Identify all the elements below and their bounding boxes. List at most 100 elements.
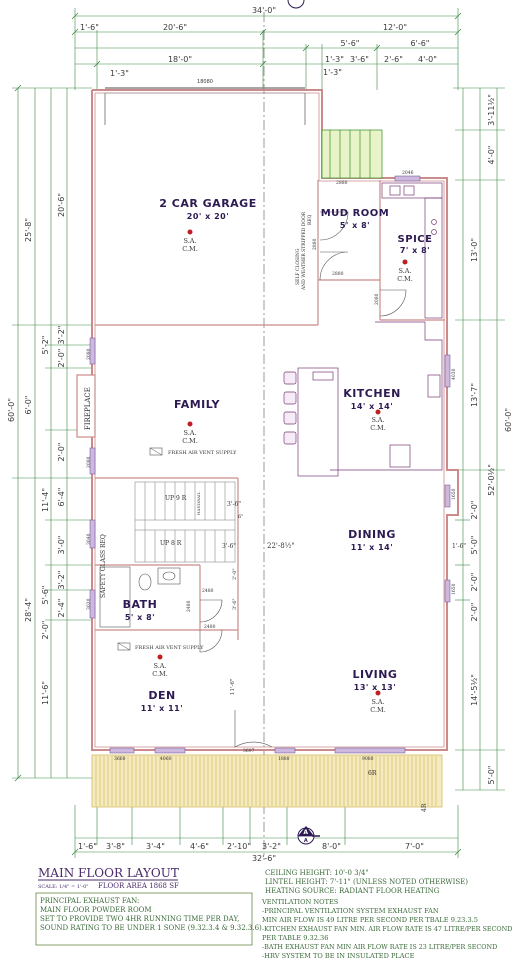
smoke-alarm-icon (375, 690, 381, 696)
exhaust-line: SET TO PROVIDE TWO 4HR RUNNING TIME PER … (40, 915, 239, 923)
section-marker-bottom: A A (297, 826, 315, 845)
detector-kitchen: S.A. C.M. (370, 409, 386, 432)
kitchen-name: KITCHEN (343, 387, 401, 400)
code-2080c: 2080 (86, 456, 92, 468)
code-2880c: 2880 (332, 271, 344, 277)
sa-label: S.A. (183, 237, 196, 245)
dim-stair-c: 3'-0" (57, 536, 66, 555)
bath-size: 5' x 8' (125, 613, 155, 622)
code-2080b: 2080 (86, 348, 92, 360)
kitchen-size: 14' x 14' (351, 402, 393, 411)
floor-area: FLOOR AREA 1868 SF (98, 882, 179, 890)
dim-right-e: 2'-6" (384, 55, 403, 64)
ceiling-height: CEILING HEIGHT: 10'-0 3/4" (265, 869, 369, 877)
heating-source: HEATING SOURCE: RADIANT FLOOR HEATING (265, 887, 440, 895)
dim-bottom-8: 7'-0" (405, 842, 424, 851)
dim-bottom-4: 4'-6" (190, 842, 209, 851)
spice-size: 7' x 8' (400, 246, 430, 255)
weather-strip-note: AND WEATHER STRIPPED DOOR (301, 211, 307, 291)
dim-stair-a: 11'-4" (41, 488, 50, 512)
cm-label: C.M. (182, 245, 198, 253)
dim-fireplace-a: 6'-0" (24, 396, 33, 415)
lintel-height: LINTEL HEIGHT: 7'-11" (UNLESS NOTED OTHE… (265, 878, 468, 886)
living-name: LIVING (353, 668, 398, 681)
dim-bottom-1: 1'-6" (78, 842, 97, 851)
code-3697: 3697 (243, 748, 255, 754)
kitchen-counters (297, 321, 443, 477)
cm-label: C.M. (370, 706, 386, 714)
code-1880: 1880 (278, 756, 290, 762)
dim-right-c: 1'-3" (325, 55, 344, 64)
dim-bottom-6: 3'-2" (262, 842, 281, 851)
porch-6r-label: 6R (368, 770, 377, 777)
smoke-alarm-icon (187, 421, 193, 427)
dim-right-upper: 13'-0" (470, 238, 479, 262)
dining-name: DINING (348, 528, 396, 541)
fireplace: FIREPLACE (76, 374, 96, 438)
dim-bath-d: 2'-0" (41, 621, 50, 640)
section-marker-top (287, 0, 305, 9)
dim-family-b: 3'-2" (57, 326, 66, 345)
safety-glass-note: SAFETY GLASS REQ (100, 534, 107, 598)
stair-width-label: 3'-6" (227, 501, 241, 508)
code-1650a: 1650 (451, 488, 457, 500)
spice-counters (381, 182, 443, 319)
garage-name: 2 CAR GARAGE (159, 197, 256, 210)
bath-fixtures (99, 566, 181, 628)
doors (199, 211, 407, 748)
dim-right-top-b: 4'-0" (487, 146, 496, 165)
top-dimension-labels: 34'-0" 1'-6" 20'-6" 12'-0" 5'-6" 6'-6" 1… (80, 6, 437, 85)
dim-bottom-3: 3'-4" (146, 842, 165, 851)
family-name: FAMILY (174, 398, 221, 411)
interior-walls (95, 180, 445, 640)
dim-bath-b: 5'-6" (41, 586, 50, 605)
code-4060: 4060 (160, 756, 172, 762)
code-4030: 4030 (451, 368, 457, 380)
sa-label: S.A. (183, 429, 196, 437)
fresh-air-label-family: FRESH AIR VENT SUPPLY (168, 450, 237, 456)
code-2046: 2046 (402, 170, 414, 176)
bath-36-label: 3'-6" (232, 598, 238, 610)
bottom-dimension-labels: 1'-6" 3'-8" 3'-4" 4'-6" 2'-10" 3'-2" 8'-… (78, 842, 424, 863)
code-3040: 3040 (86, 533, 92, 545)
dim-family-c: 2'-0" (57, 349, 66, 368)
vent-note: -PRINCIPAL VENTILATION SYSTEM EXHAUST FA… (262, 907, 439, 915)
inline-notes: SAFETY GLASS REQ SELF CLOSING AND WEATHE… (100, 211, 466, 812)
sa-label: S.A. (371, 416, 384, 424)
cm-label: C.M. (182, 437, 198, 445)
room-labels: 2 CAR GARAGE 20' x 20' MUD ROOM 5' x 8' … (123, 197, 433, 713)
code-2480a: 2480 (202, 588, 214, 594)
smoke-alarm-icon (375, 409, 381, 415)
dim-den-depth: 11'-6" (41, 681, 50, 705)
vent-note: -HRV SYSTEM TO BE IN INSULATED PLACE (262, 952, 415, 960)
dimension-ticks (14, 12, 462, 856)
garage-size: 20' x 20' (187, 212, 229, 221)
dim-bottom-5: 2'-10" (227, 842, 251, 851)
cm-label: C.M. (397, 275, 413, 283)
dim-right-d: 3'-6" (350, 55, 369, 64)
code-2880b: 2880 (312, 238, 318, 250)
req-note: REQ (307, 214, 313, 225)
dim-bottom-7: 8'-0" (322, 842, 341, 851)
dim-garage-offset: 1'-3" (110, 69, 129, 78)
dim-right-dining-b: 5'-0" (470, 536, 479, 555)
garage-door (104, 87, 306, 125)
front-porch (91, 754, 443, 808)
interior-stair (134, 481, 236, 563)
stair-gap-label: 6" (238, 514, 243, 520)
spice-name: SPICE (398, 234, 433, 245)
section-letter: A (303, 829, 308, 836)
fireplace-label: FIREPLACE (84, 387, 92, 430)
section-sheet: A (304, 838, 308, 844)
smoke-alarm-icon (157, 654, 163, 660)
code-2880a: 2880 (336, 180, 348, 186)
bath-name: BATH (123, 598, 158, 611)
code-2080a: 2080 (374, 293, 380, 305)
dim-upper-total: 25'-8" (24, 218, 33, 242)
code-3020: 3020 (86, 598, 92, 610)
den-size: 11' x 11' (141, 704, 183, 713)
vent-note: PER TABLE 9.32.36 (262, 934, 328, 942)
self-closing-note: SELF CLOSING (295, 248, 301, 285)
detector-garage: S.A. C.M. (182, 229, 198, 253)
